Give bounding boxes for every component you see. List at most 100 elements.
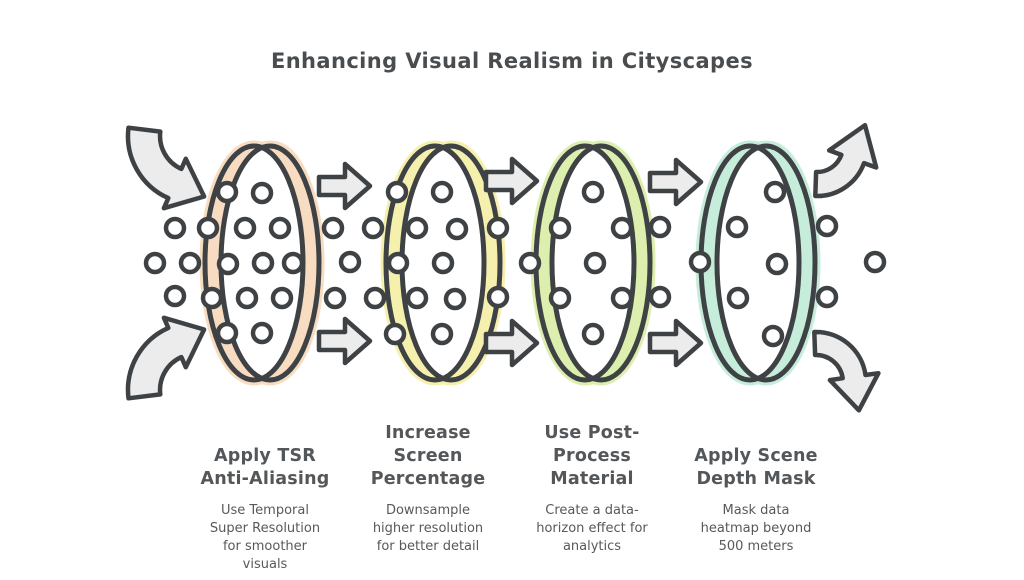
flow-arrow-icon bbox=[483, 318, 540, 368]
data-dot bbox=[610, 286, 634, 310]
flow-arrow-icon bbox=[647, 157, 704, 207]
stage-4-description-line: 500 meters bbox=[718, 539, 794, 554]
flow-arrow-icon bbox=[316, 161, 373, 211]
stage-1-description-line: for smoother bbox=[222, 539, 308, 554]
data-dot bbox=[431, 251, 455, 275]
stage-4-description: Mask data heatmap beyond 500 meters bbox=[644, 502, 868, 556]
stage-ring-outline-3 bbox=[549, 143, 653, 383]
data-dot bbox=[270, 286, 294, 310]
stage-3-title-line: Process bbox=[553, 446, 631, 466]
stage-3-description-line: Create a data- bbox=[545, 503, 639, 518]
data-dot bbox=[648, 215, 672, 239]
data-dot bbox=[215, 321, 239, 345]
data-dot bbox=[763, 180, 787, 204]
data-dot bbox=[486, 216, 510, 240]
data-dot bbox=[765, 252, 789, 276]
data-dot bbox=[363, 286, 387, 310]
stage-2-title-line: Screen bbox=[393, 446, 463, 466]
data-dot bbox=[233, 216, 257, 240]
data-dot bbox=[430, 180, 454, 204]
data-dot bbox=[430, 322, 454, 346]
data-dot bbox=[648, 285, 672, 309]
data-dot bbox=[445, 217, 469, 241]
stage-2-description-line: higher resolution bbox=[372, 521, 484, 536]
stage-1-title-line: Anti-Aliasing bbox=[200, 469, 330, 489]
stage-4-description-line: heatmap beyond bbox=[700, 521, 812, 536]
data-dot bbox=[163, 284, 187, 308]
data-dot bbox=[405, 286, 429, 310]
data-dot bbox=[361, 216, 385, 240]
stage-2-description-line: for better detail bbox=[376, 539, 480, 554]
stage-1-description-line: Use Temporal bbox=[221, 503, 309, 518]
data-dot bbox=[405, 216, 429, 240]
data-dot bbox=[386, 251, 410, 275]
flow-arrow-icon bbox=[483, 156, 540, 206]
data-dot bbox=[251, 251, 275, 275]
data-dot bbox=[250, 321, 274, 345]
data-dot bbox=[235, 286, 259, 310]
ring-interior bbox=[715, 147, 801, 379]
stage-1-description-line: visuals bbox=[242, 557, 288, 572]
data-dot bbox=[581, 322, 605, 346]
stage-ring-outline-2 bbox=[383, 143, 487, 383]
stage-2-description: Downsample higher resolution for better de… bbox=[316, 502, 540, 556]
stage-1-description-line: Super Resolution bbox=[209, 521, 321, 536]
data-dot bbox=[583, 251, 607, 275]
diagram-title: Enhancing Visual Realism in Cityscapes bbox=[270, 49, 754, 73]
data-dot bbox=[725, 215, 749, 239]
data-dot bbox=[385, 180, 409, 204]
flow-arrow-icon bbox=[647, 318, 704, 368]
data-dot bbox=[338, 250, 362, 274]
flow-in-top-left-arrow-icon bbox=[125, 125, 207, 211]
data-dot bbox=[486, 285, 510, 309]
data-dot bbox=[548, 216, 572, 240]
data-dot bbox=[163, 216, 187, 240]
data-dot bbox=[383, 322, 407, 346]
stage-3-title-line: Material bbox=[550, 469, 634, 489]
data-dot bbox=[610, 216, 634, 240]
flow-out-bottom-right-arrow-icon bbox=[812, 329, 881, 413]
stage-ring-outline-4 bbox=[714, 143, 818, 383]
flow-arrow-icon bbox=[316, 316, 373, 366]
data-dot bbox=[215, 180, 239, 204]
data-dot bbox=[726, 286, 750, 310]
data-dot bbox=[761, 324, 785, 348]
stage-3-description-line: horizon effect for bbox=[536, 521, 648, 536]
stage-1-title-line: Apply TSR bbox=[214, 446, 316, 466]
data-dot bbox=[863, 250, 887, 274]
data-dot bbox=[281, 251, 305, 275]
data-dot bbox=[250, 181, 274, 205]
data-dot bbox=[548, 286, 572, 310]
data-dot bbox=[815, 214, 839, 238]
data-dot bbox=[321, 216, 345, 240]
stage-4-title-line: Apply Scene bbox=[694, 446, 818, 466]
data-dot bbox=[323, 286, 347, 310]
flow-in-bottom-left-arrow-icon bbox=[125, 315, 207, 401]
data-dot bbox=[581, 180, 605, 204]
stage-3-title-line: Use Post- bbox=[544, 423, 640, 443]
stage-1-title: Apply TSR Anti-Aliasing bbox=[153, 420, 377, 491]
data-dot bbox=[518, 251, 542, 275]
data-dot bbox=[268, 216, 292, 240]
stage-2-title-line: Percentage bbox=[370, 469, 486, 489]
stage-4-description-line: Mask data bbox=[722, 503, 790, 518]
stage-3-description-line: analytics bbox=[562, 539, 622, 554]
stage-4-title-line: Depth Mask bbox=[696, 469, 816, 489]
data-dot bbox=[688, 250, 712, 274]
stage-2-description-line: Downsample bbox=[385, 503, 471, 518]
data-dot bbox=[216, 252, 240, 276]
data-dot bbox=[178, 251, 202, 275]
data-dot bbox=[443, 287, 467, 311]
stage-3-description: Create a data-horizon effect for analytic… bbox=[480, 502, 704, 556]
data-dot bbox=[815, 285, 839, 309]
